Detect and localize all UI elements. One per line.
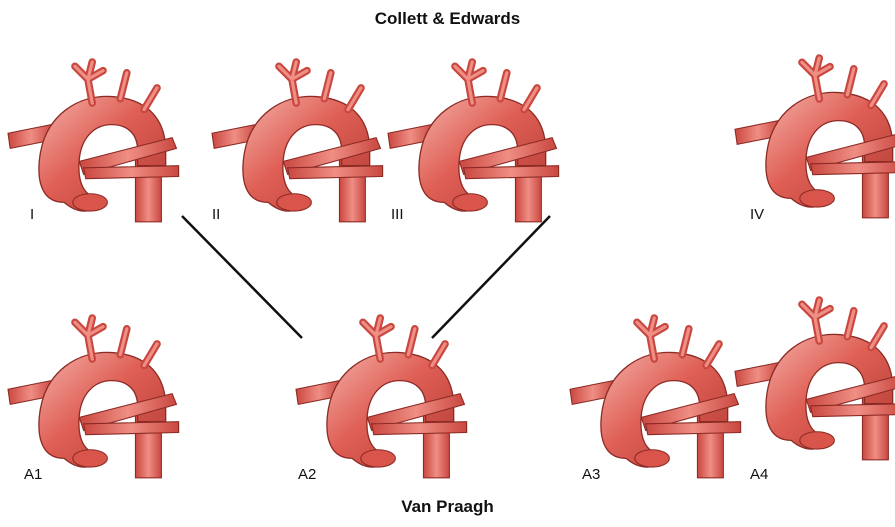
type-II-figure (212, 62, 383, 222)
type-A3-figure (570, 318, 741, 478)
label-type-II: II (212, 206, 220, 223)
label-type-I: I (30, 206, 34, 223)
label-type-III: III (391, 206, 404, 223)
type-A2-figure (296, 318, 467, 478)
label-type-IV: IV (750, 206, 764, 223)
label-type-A4: A4 (750, 466, 768, 483)
label-type-A1: A1 (24, 466, 42, 483)
label-type-A3: A3 (582, 466, 600, 483)
connector-right (432, 216, 550, 338)
type-A1-figure (8, 318, 179, 478)
type-IV-figure (735, 58, 895, 218)
label-type-A2: A2 (298, 466, 316, 483)
type-I-figure (8, 62, 179, 222)
type-A4-figure (735, 300, 895, 460)
type-III-figure (388, 62, 559, 222)
connector-left (182, 216, 302, 338)
